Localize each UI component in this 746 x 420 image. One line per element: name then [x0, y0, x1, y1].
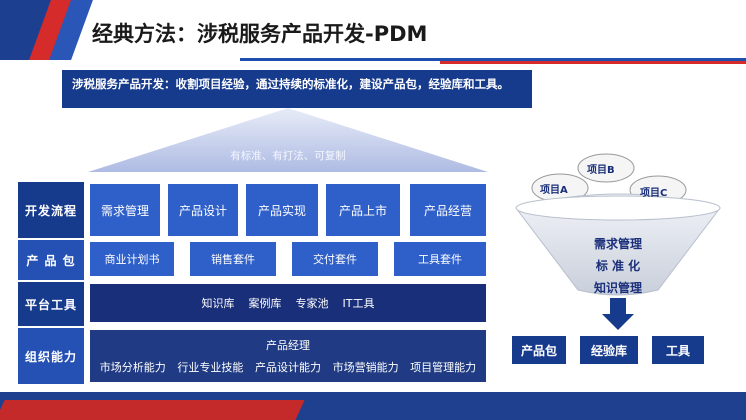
process-item: 产品上市 — [326, 184, 400, 236]
subtitle-banner: 涉税服务产品开发：收割项目经验，通过持续的标准化，建设产品包，经验库和工具。 — [62, 70, 532, 108]
process-item: 产品实现 — [246, 184, 318, 236]
process-item: 需求管理 — [90, 184, 160, 236]
org-item: 行业专业技能 — [177, 361, 244, 374]
project-cloud: 项目C — [640, 188, 668, 199]
org-item: 产品设计能力 — [254, 361, 321, 374]
row-label-org: 组织能力 — [18, 328, 84, 384]
package-item: 商业计划书 — [90, 242, 174, 276]
org-item: 项目管理能力 — [410, 361, 477, 374]
platform-tools-bar: 知识库 案例库 专家池 IT工具 — [90, 284, 486, 322]
platform-item: 案例库 — [248, 297, 282, 310]
funnel-graphic — [515, 153, 721, 330]
row-label-package: 产 品 包 — [18, 240, 84, 280]
header-line-red — [440, 61, 746, 64]
funnel-stage: 需求管理 — [593, 237, 642, 251]
package-item: 销售套件 — [190, 242, 276, 276]
output-box: 经验库 — [580, 336, 638, 364]
roof-triangle — [88, 108, 488, 172]
row-label-platform: 平台工具 — [18, 282, 84, 326]
org-item: 市场分析能力 — [99, 361, 166, 374]
row-label-process: 开发流程 — [18, 182, 84, 238]
package-item: 工具套件 — [394, 242, 486, 276]
page-title: 经典方法：涉税服务产品开发-PDM — [92, 22, 428, 46]
org-top-label: 产品经理 — [266, 339, 310, 352]
platform-item: IT工具 — [342, 297, 375, 310]
org-item: 市场营销能力 — [332, 361, 399, 374]
project-cloud: 项目B — [587, 165, 615, 176]
process-item: 产品设计 — [168, 184, 238, 236]
header-line-blue — [240, 58, 746, 61]
roof-text: 有标准、有打法、可复制 — [230, 150, 346, 162]
output-box: 工具 — [652, 336, 704, 364]
project-cloud: 项目A — [540, 185, 568, 196]
process-item: 产品经营 — [410, 184, 486, 236]
package-item: 交付套件 — [292, 242, 378, 276]
funnel-stage: 标 准 化 — [595, 259, 641, 273]
platform-item: 知识库 — [201, 297, 235, 310]
org-capability-bar: 产品经理 市场分析能力 行业专业技能 产品设计能力 市场营销能力 项目管理能力 — [90, 330, 486, 382]
platform-item: 专家池 — [295, 297, 329, 310]
footer-decoration-red — [0, 400, 305, 420]
funnel-stage: 知识管理 — [593, 281, 642, 295]
output-box: 产品包 — [512, 336, 566, 364]
